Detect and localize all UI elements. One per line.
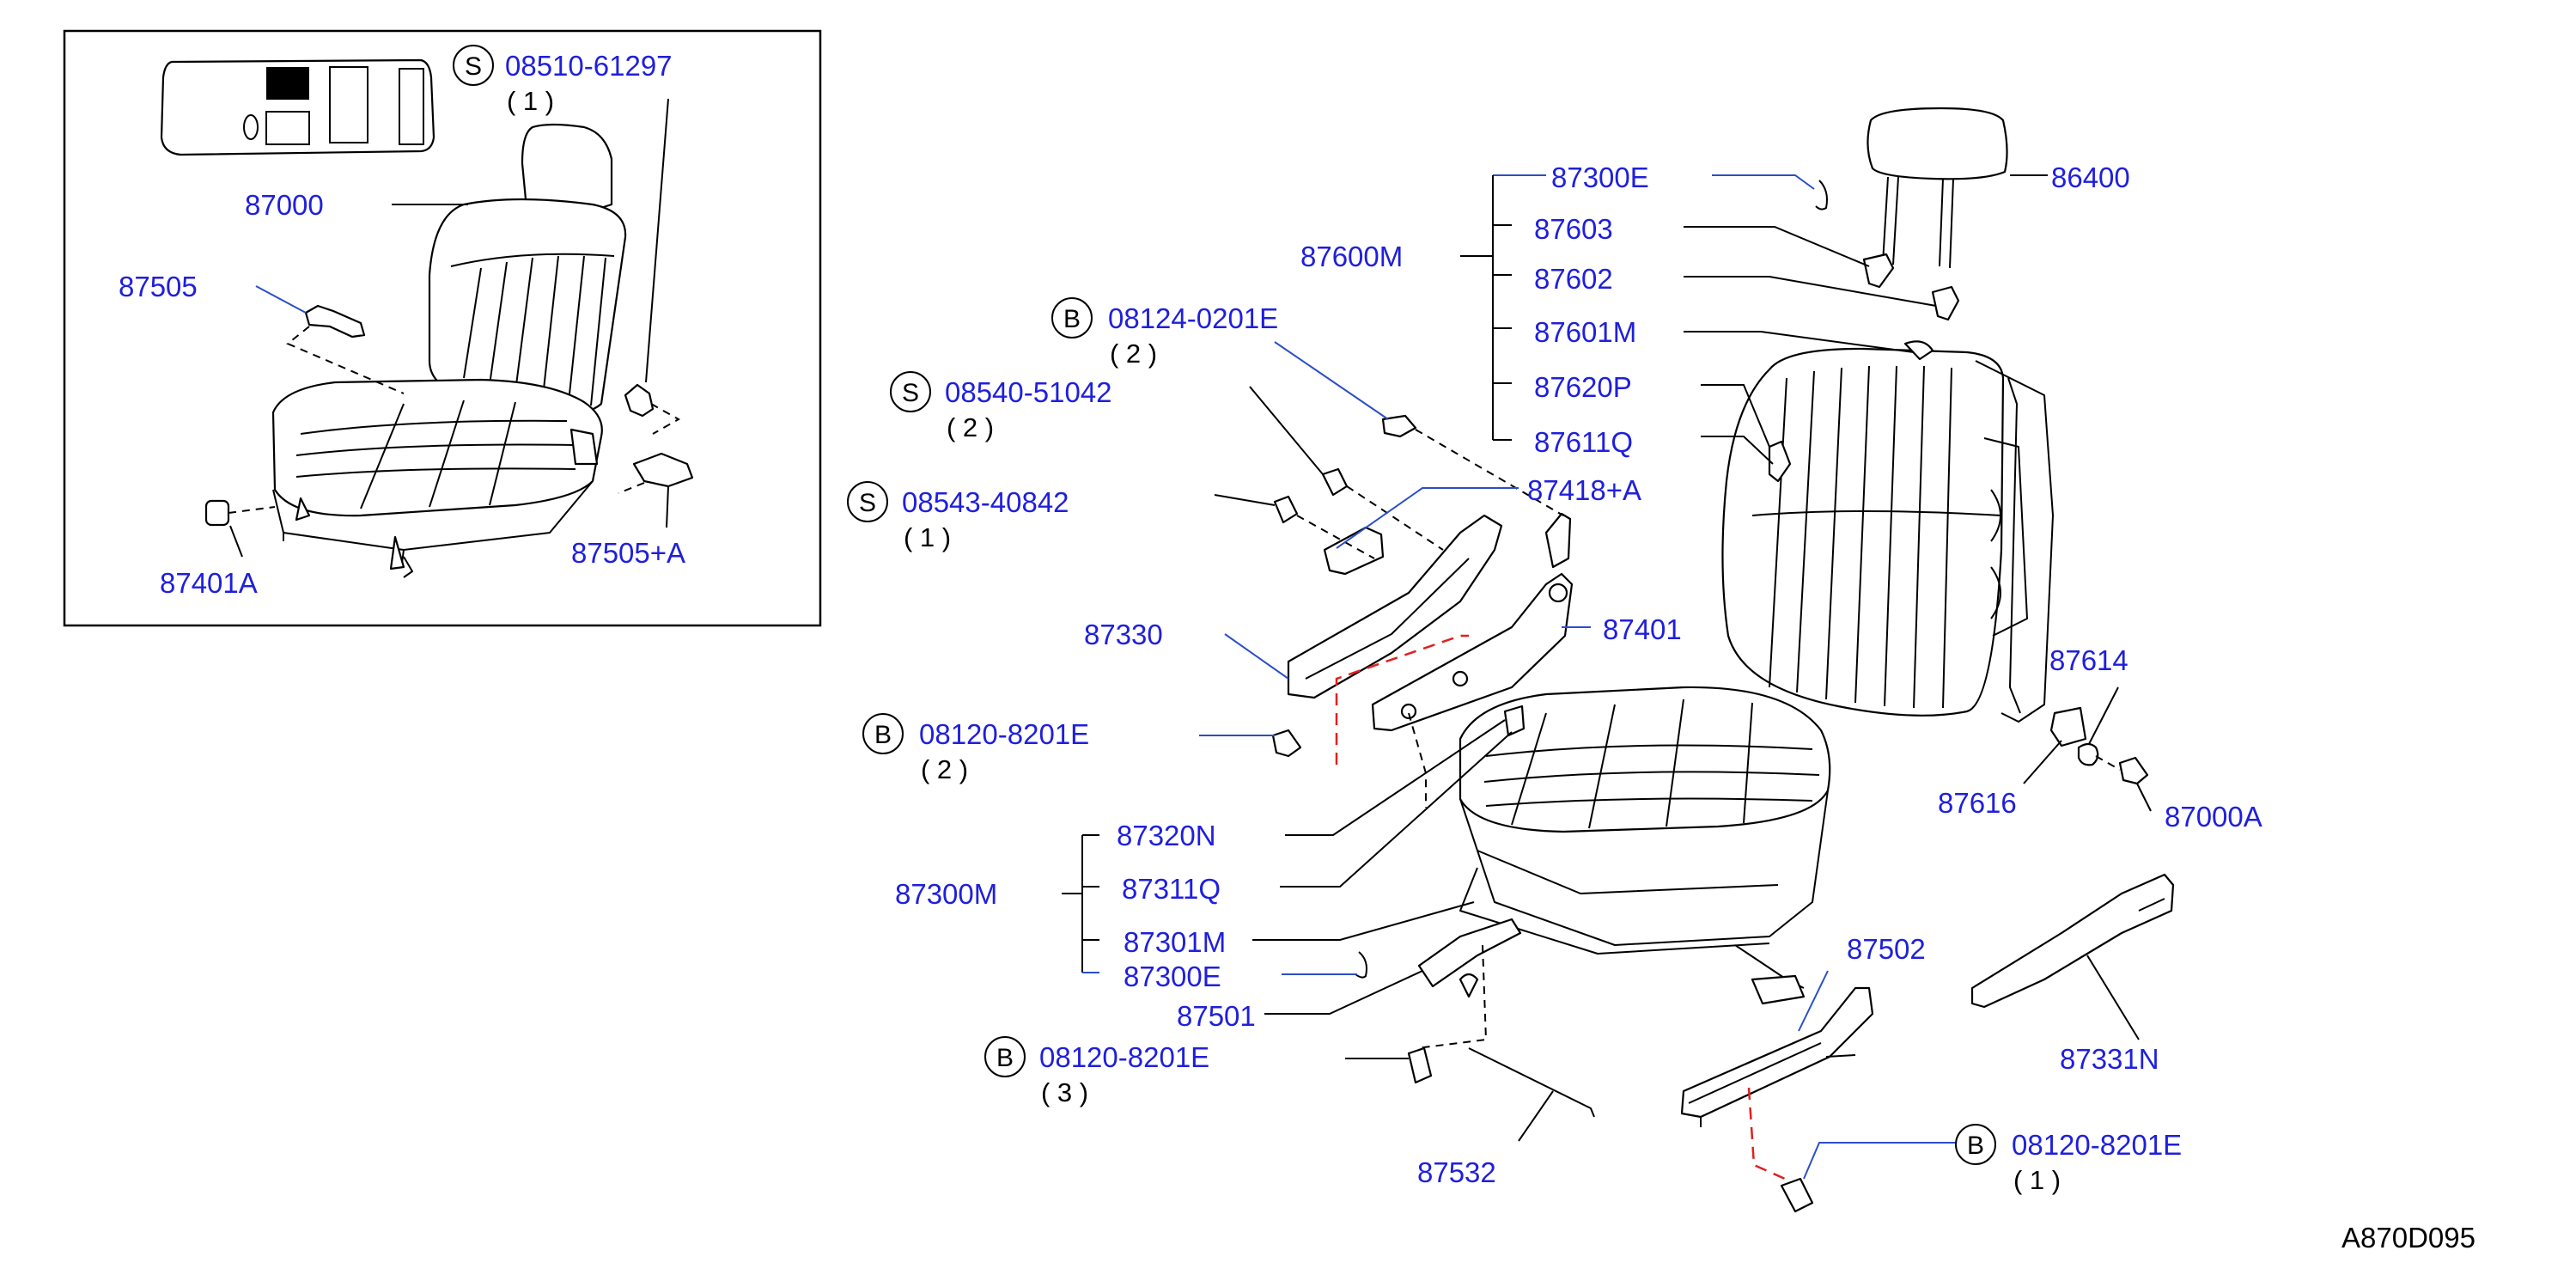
label-87401: 87401	[1603, 613, 1682, 645]
label-87300m: 87300M	[895, 878, 997, 910]
label-87331n: 87331N	[2060, 1043, 2159, 1075]
label-87614: 87614	[2049, 644, 2128, 676]
vehicle-top-view-icon	[160, 58, 435, 156]
label-87620p: 87620P	[1534, 371, 1632, 403]
fastener-code: 08120-8201E	[919, 718, 1089, 750]
label-87616: 87616	[1938, 787, 2017, 819]
label-87000: 87000	[245, 189, 324, 221]
label-87300e-top: 87300E	[1551, 162, 1649, 193]
label-87301m: 87301M	[1124, 926, 1226, 958]
label-87532: 87532	[1417, 1156, 1496, 1188]
fastener-callout: B 08120-8201E ( 1 )	[1955, 1124, 2182, 1195]
label-87602: 87602	[1534, 263, 1613, 295]
fastener-badge: B	[874, 721, 892, 749]
diagram-id: A870D095	[2342, 1222, 2476, 1254]
fastener-qty: ( 3 )	[1041, 1077, 1088, 1107]
label-86400: 86400	[2051, 162, 2130, 193]
fastener-callout: B 08124-0201E ( 2 )	[1051, 297, 1278, 369]
label-87300e-bottom: 87300E	[1124, 961, 1221, 992]
fastener-qty: ( 1 )	[904, 522, 951, 552]
fastener-badge: B	[1063, 305, 1081, 333]
inset-seat-drawing	[204, 123, 694, 578]
label-87601m: 87601M	[1534, 316, 1636, 348]
inset-overview: 87000 87505 87505+A 87401A S 08510-61297…	[63, 29, 822, 627]
fastener-callout: B 08120-8201E ( 3 )	[984, 1036, 1209, 1107]
recliner-assembly	[1271, 414, 1574, 808]
label-87502: 87502	[1847, 933, 1926, 965]
seat-rail-assembly	[1680, 873, 2175, 1213]
fastener-badge: B	[996, 1044, 1014, 1072]
fastener-qty: ( 2 )	[947, 412, 994, 442]
fastener-qty: ( 1 )	[2013, 1165, 2061, 1195]
fastener-code: 08510-61297	[505, 50, 673, 82]
label-87501: 87501	[1177, 1000, 1256, 1032]
label-87418a: 87418+A	[1527, 474, 1641, 506]
label-87600m: 87600M	[1300, 241, 1403, 272]
fastener-callout: S 08540-51042 ( 2 )	[890, 371, 1112, 442]
fastener-badge: B	[1967, 1132, 1984, 1160]
label-87401a: 87401A	[160, 567, 258, 599]
label-87330: 87330	[1084, 619, 1163, 650]
fastener-code: 08120-8201E	[2012, 1129, 2182, 1161]
fastener-code: 08120-8201E	[1039, 1041, 1209, 1073]
label-87000a: 87000A	[2165, 801, 2262, 833]
fastener-code: 08540-51042	[945, 376, 1112, 408]
leader-lines	[1062, 174, 2152, 1180]
fastener-badge: S	[859, 489, 876, 517]
seatback-assembly	[1721, 107, 2149, 785]
fastener-qty: ( 2 )	[1110, 339, 1157, 369]
part-labels: 86400 87600M 87300E 87603 87602 87601M 8…	[895, 162, 2262, 1188]
label-87320n: 87320N	[1117, 820, 1216, 851]
fastener-badge: S	[465, 52, 482, 81]
fastener-badge: S	[902, 379, 919, 407]
fastener-callout: B 08120-8201E ( 2 )	[862, 713, 1089, 784]
fastener-code: 08543-40842	[902, 486, 1069, 518]
fastener-qty: ( 2 )	[921, 754, 968, 784]
label-87311q: 87311Q	[1122, 873, 1221, 905]
fastener-code: 08124-0201E	[1108, 302, 1278, 334]
label-87505: 87505	[119, 271, 198, 302]
fastener-callout: S 08510-61297 ( 1 )	[453, 45, 673, 116]
fastener-qty: ( 1 )	[507, 86, 554, 116]
label-87505a: 87505+A	[571, 537, 685, 569]
label-87603: 87603	[1534, 213, 1613, 245]
cushion-assembly	[1355, 686, 1831, 1118]
fastener-callout: S 08543-40842 ( 1 )	[847, 481, 1069, 552]
label-87611q: 87611Q	[1534, 426, 1633, 458]
